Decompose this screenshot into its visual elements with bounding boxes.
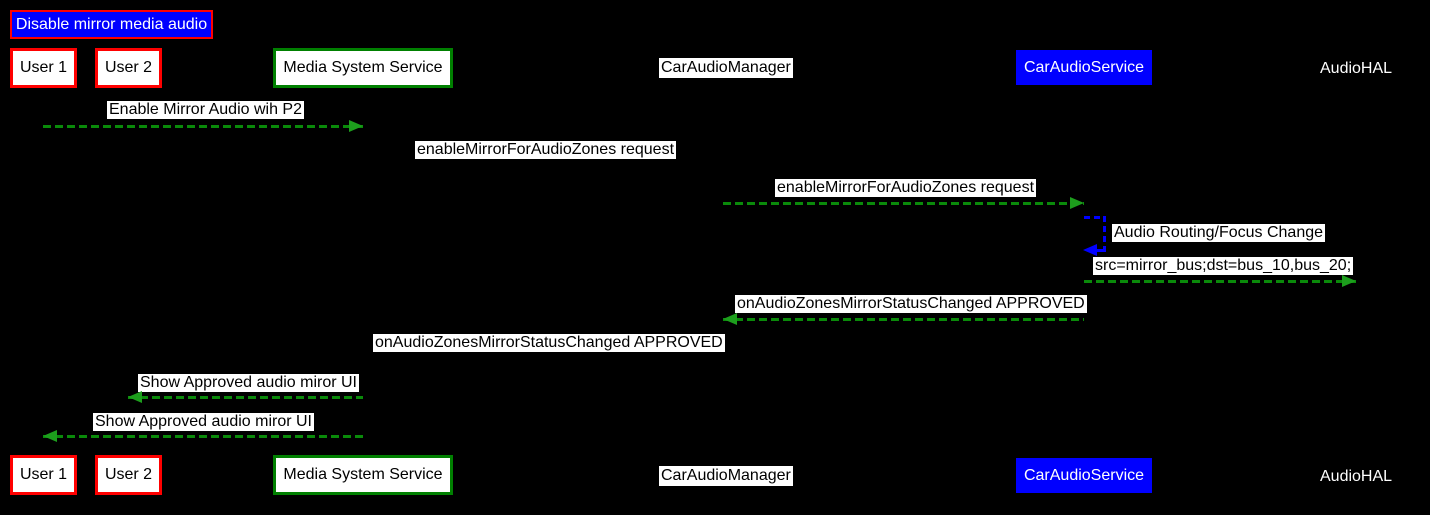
message-label: src=mirror_bus;dst=bus_10,bus_20; — [1093, 257, 1354, 275]
participant-user1-top: User 1 — [10, 48, 77, 88]
participant-car-audio-manager-bottom: CarAudioManager — [659, 466, 793, 486]
arrowhead-left-icon — [723, 313, 737, 325]
participant-car-audio-service-top: CarAudioService — [1016, 50, 1152, 85]
participant-media-system-service-top: Media System Service — [273, 48, 453, 88]
arrowhead-left-icon — [43, 430, 57, 442]
arrowhead-right-icon — [1342, 275, 1356, 287]
participant-user2-top: User 2 — [95, 48, 162, 88]
arrowhead-right-icon — [1070, 197, 1084, 209]
arrow-line — [723, 318, 1084, 321]
participant-user1-bottom: User 1 — [10, 455, 77, 495]
arrowhead-right-icon — [349, 120, 363, 132]
arrowhead-left-icon — [1083, 244, 1097, 256]
self-loop-top-line — [1084, 216, 1106, 219]
participant-audio-hal-top: AudioHAL — [1320, 60, 1393, 77]
participant-media-system-service-bottom: Media System Service — [273, 455, 453, 495]
message-label: Audio Routing/Focus Change — [1112, 224, 1326, 242]
message-label: enableMirrorForAudioZones request — [775, 179, 1037, 197]
self-loop-bottom-line — [1097, 249, 1106, 252]
arrow-line — [128, 396, 363, 399]
message-label: onAudioZonesMirrorStatusChanged APPROVED — [735, 295, 1087, 313]
participant-audio-hal-bottom: AudioHAL — [1320, 468, 1393, 485]
self-loop-vertical-line — [1103, 216, 1106, 252]
message-label: onAudioZonesMirrorStatusChanged APPROVED — [373, 334, 725, 352]
participant-car-audio-manager-top: CarAudioManager — [659, 58, 793, 78]
diagram-title: Disable mirror media audio — [10, 10, 213, 39]
message-label: Show Approved audio miror UI — [93, 413, 314, 431]
participant-car-audio-service-bottom: CarAudioService — [1016, 458, 1152, 493]
message-label: enableMirrorForAudioZones request — [415, 141, 677, 159]
arrow-line — [723, 202, 1084, 205]
message-label: Enable Mirror Audio wih P2 — [107, 101, 304, 119]
arrow-line — [43, 125, 363, 128]
arrowhead-left-icon — [128, 391, 142, 403]
participant-user2-bottom: User 2 — [95, 455, 162, 495]
arrow-line — [43, 435, 363, 438]
message-label: Show Approved audio miror UI — [138, 374, 359, 392]
arrow-line — [1084, 280, 1356, 283]
